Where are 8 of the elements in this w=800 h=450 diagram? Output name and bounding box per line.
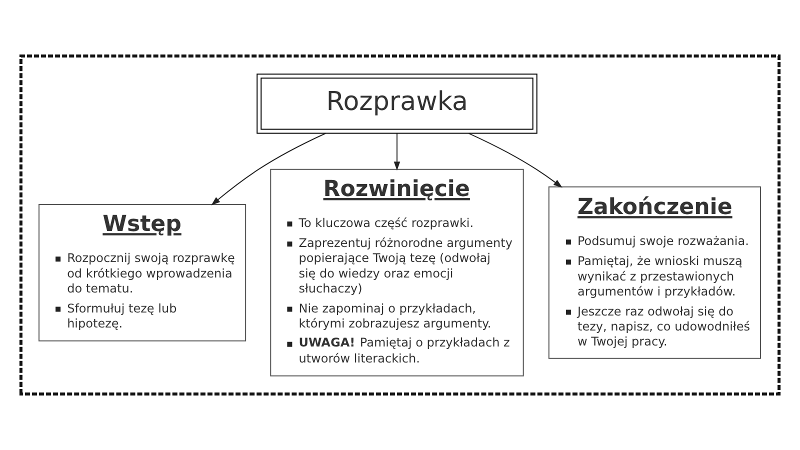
node-box: Zakończenie Podsumuj swoje rozważania. Pamiętaj, że wnioski muszą wynikać z przestawionych argumentów i przykładów. Jeszcze raz odwołaj się do tezy, napisz, co udowodniłeś w Twojej pracy. — [548, 186, 761, 359]
cluster — [19, 54, 781, 396]
node-box: Wstęp Rozpocznij swoją rozprawkę od krótkiego wprowadzenia do tematu. Sformułuj tezę lub hipotezę. — [38, 204, 246, 342]
node-box: Rozprawka — [256, 74, 538, 134]
arrow — [211, 132, 326, 206]
node-box: Rozwinięcie To kluczowa część rozprawki. Zaprezentuj różnorodne argumenty popierające Twoją tezę (odwołaj się do wiedzy oraz emocji słuchaczy) Nie zapominaj o przykładach, którymi zobrazujesz argumenty. UWAGA! Pamiętaj o przykładach z utworów literackich. — [270, 168, 524, 376]
arrow — [468, 132, 562, 188]
arrow — [394, 133, 400, 171]
